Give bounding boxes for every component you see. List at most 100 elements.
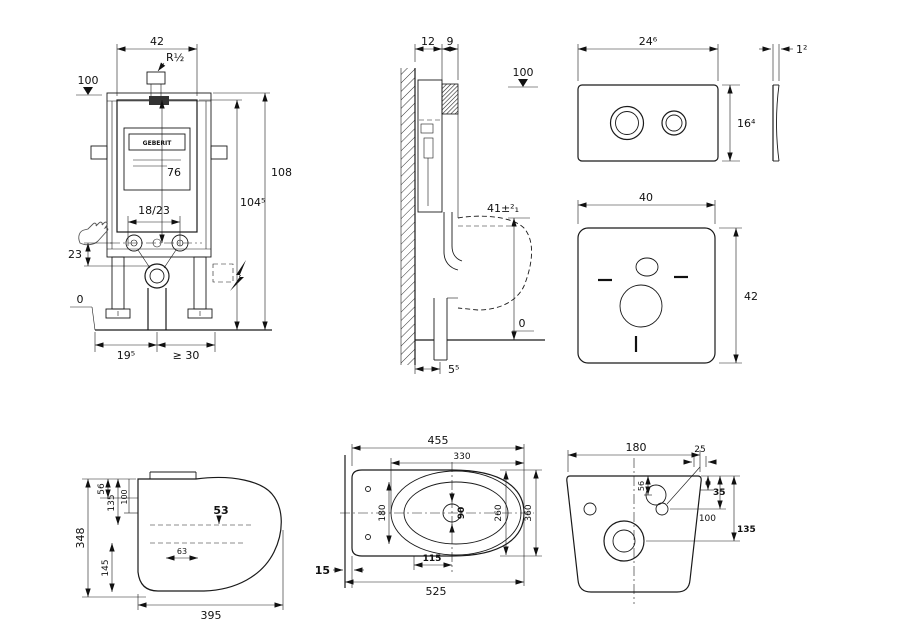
dim-label-53: 53 <box>213 504 228 517</box>
dim-label-90: 90 <box>457 507 467 520</box>
wc-pan-rear-view: 180 56 25 35 100 <box>566 441 756 604</box>
dim-drain-offset-top: 115 <box>413 554 452 570</box>
dim-label-195: 19⁵ <box>117 349 135 362</box>
dim-label-330: 330 <box>453 452 470 462</box>
dim-label-56: 56 <box>97 483 107 495</box>
dim-label-246: 24⁶ <box>639 35 658 48</box>
dim-total-height: 108 <box>213 92 292 330</box>
dim-pan-135: 135 <box>107 479 121 525</box>
flush-plate-profile <box>441 83 459 115</box>
flush-plate-front-view: 24⁶ 16⁴ <box>577 35 756 162</box>
dim-label-30: ≥ 30 <box>173 349 200 362</box>
dim-label-55: 5⁵ <box>448 363 459 376</box>
dim-pan-100: 100 <box>120 479 138 514</box>
dim-label-23: 23 <box>68 248 82 261</box>
wc-pan-side-view: 348 56 135 100 145 53 <box>74 471 284 622</box>
wc-pan-top-view: 455 330 180 90 115 15 <box>315 434 542 598</box>
dim-plate-width: 24⁶ <box>577 35 719 81</box>
level-marker-top: 100 <box>76 74 102 96</box>
dim-label-supply: R½ <box>166 51 184 64</box>
dim-label-41: 41±²₁ <box>487 202 519 215</box>
dim-label-360: 360 <box>524 504 534 521</box>
dim-label-42: 42 <box>744 290 758 303</box>
dim-label-455: 455 <box>428 434 449 447</box>
dim-label-width: 42 <box>150 35 164 48</box>
dim-label-zero: 0 <box>77 293 84 306</box>
dim-label-164: 16⁴ <box>737 117 756 130</box>
level-marker-floor-side: 0 <box>512 317 534 332</box>
level-marker-floor: 0 <box>70 293 96 331</box>
dim-label-180t: 180 <box>378 504 388 521</box>
big-flush-button <box>609 105 645 141</box>
dim-label-40: 40 <box>639 191 653 204</box>
lightning-icon <box>230 260 246 291</box>
dim-label-135b: 135 <box>737 525 756 535</box>
dim-inner-width: 180 <box>378 482 392 544</box>
dim-label-level-side: 100 <box>513 66 534 79</box>
installation-side-view: 100 12 9 0 <box>400 35 545 376</box>
drain-cutout <box>619 284 663 328</box>
dim-frame-height: 104⁵ <box>199 99 265 330</box>
dim-label-1823: 18/23 <box>138 204 170 217</box>
dim-total-depth: 525 <box>345 517 525 598</box>
dim-rear-35: 35 <box>700 476 726 498</box>
dim-label-348: 348 <box>74 528 87 549</box>
dim-rim-height: 41±²₁ <box>487 202 530 340</box>
outlet-hole <box>603 520 645 562</box>
sound-insulation-mat: 40 42 <box>577 191 758 364</box>
brand-label: GEBERIT <box>143 140 173 147</box>
dim-pan-height: 348 <box>74 478 146 598</box>
dim-tank-height: 76 <box>159 100 181 243</box>
dim-label-12t: 1² <box>796 43 807 56</box>
dim-label-76: 76 <box>167 166 181 179</box>
dim-rear-135: 135 <box>646 476 756 542</box>
dim-label-100b: 100 <box>699 514 716 524</box>
dim-label-180b: 180 <box>626 441 647 454</box>
dim-label-395: 395 <box>201 609 222 622</box>
dim-label-525: 525 <box>426 585 447 598</box>
dim-drain-diameter: 90 <box>449 492 467 534</box>
wall-hatch <box>401 68 415 365</box>
dim-supply-radius: R½ <box>157 51 184 72</box>
dim-connector: 23 <box>68 242 150 267</box>
dim-pan-63: 63 <box>166 547 198 561</box>
dim-label-9: 9 <box>447 35 454 48</box>
dim-bowl-length: 455 <box>351 434 525 509</box>
dim-inlet-offset: 56 <box>637 476 652 496</box>
dim-plate-height: 16⁴ <box>722 84 756 162</box>
dim-mat-height: 42 <box>719 227 758 364</box>
dim-depths: 12 9 <box>414 35 459 80</box>
dim-rear-width: 180 <box>567 441 701 472</box>
dim-label-25: 25 <box>694 445 705 455</box>
dim-label-12: 12 <box>421 35 435 48</box>
dim-outlet-offset: 19⁵ ≥ 30 <box>94 332 216 362</box>
supply-cutout <box>635 257 659 277</box>
dim-drain-offset: 5⁵ <box>414 358 459 376</box>
dim-pan-53: 53 <box>213 504 229 524</box>
dim-label-level-top: 100 <box>78 74 99 87</box>
dim-fitting-span: 18/23 <box>127 204 181 246</box>
dim-label-104: 104⁵ <box>240 196 265 209</box>
dim-wall-gap: 15 <box>315 556 364 588</box>
small-flush-button <box>661 110 687 136</box>
cistern-front-view: GEBERIT 42 <box>68 35 292 362</box>
dim-label-15: 15 <box>315 564 330 577</box>
dim-pan-145: 145 <box>101 543 115 592</box>
fixing-hole-left <box>583 502 597 516</box>
dim-plate-thickness: 1² <box>759 43 807 81</box>
dim-label-35: 35 <box>713 488 726 498</box>
dim-frame-width: 42 <box>116 35 198 96</box>
dim-label-145: 145 <box>101 559 111 576</box>
fixing-hole-right <box>655 502 669 516</box>
dim-label-108: 108 <box>271 166 292 179</box>
dim-label-63: 63 <box>177 547 187 556</box>
dim-seat-depth: 260 <box>494 471 509 555</box>
hand-icon <box>78 221 109 246</box>
dim-rear-100: 100 <box>670 476 726 524</box>
dim-label-zero-side: 0 <box>519 317 526 330</box>
dim-bowl-depth: 360 <box>500 469 542 557</box>
wc-pan-outline <box>457 215 533 311</box>
dim-mat-width: 40 <box>577 191 716 224</box>
